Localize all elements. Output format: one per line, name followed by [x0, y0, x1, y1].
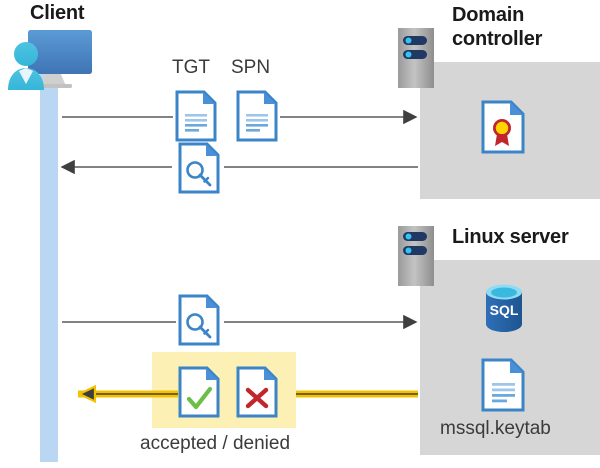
- accepted-denied-label: accepted / denied: [140, 433, 291, 454]
- ticket-key-document-icon-lower: [178, 294, 220, 346]
- keytab-filename-label: mssql.keytab: [440, 418, 551, 439]
- client-title: Client: [30, 2, 85, 24]
- certificate-document-icon: [481, 100, 525, 154]
- accepted-document-icon: [178, 366, 220, 418]
- ticket-key-document-icon-upper: [178, 142, 220, 194]
- client-workstation-icon: [8, 30, 92, 90]
- tgt-document-icon: [175, 90, 217, 142]
- sql-database-icon: SQL: [486, 284, 522, 332]
- linux-server-title: Linux server: [452, 226, 569, 248]
- linux-server-rack-icon: [398, 226, 434, 286]
- tgt-label: TGT: [172, 57, 210, 78]
- keytab-document-icon: [481, 358, 525, 412]
- domain-controller-title-line1: Domain: [452, 4, 525, 26]
- spn-document-icon: [236, 90, 278, 142]
- domain-controller-title: Domain controller: [452, 3, 542, 51]
- sql-label: SQL: [490, 302, 519, 318]
- spn-label: SPN: [231, 57, 271, 78]
- client-lifeline: [40, 72, 58, 462]
- denied-document-icon: [236, 366, 278, 418]
- domain-controller-rack-icon: [398, 28, 434, 88]
- domain-controller-title-line2: controller: [452, 28, 543, 50]
